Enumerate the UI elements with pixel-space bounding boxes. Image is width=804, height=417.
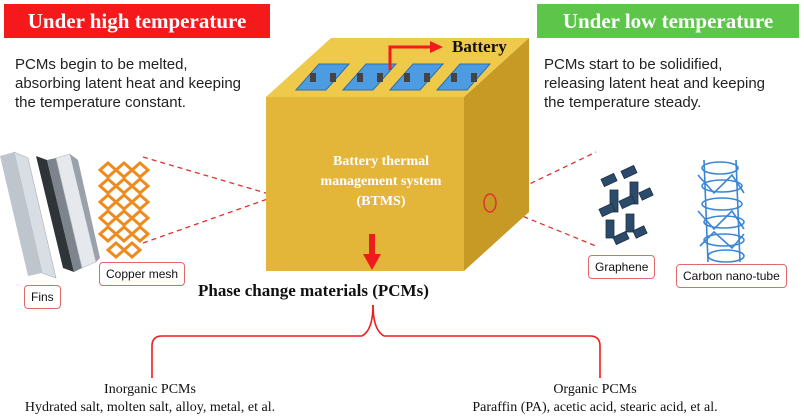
low-temperature-description: PCMs start to be solidified, releasing l… bbox=[544, 55, 799, 112]
battery-terminals bbox=[310, 73, 477, 82]
description-line: releasing latent heat and keeping bbox=[544, 75, 766, 92]
detail-marker bbox=[483, 193, 497, 213]
copper-mesh-label: Copper mesh bbox=[99, 262, 186, 286]
battery-arrow-icon bbox=[388, 45, 432, 70]
battery-label: Battery bbox=[452, 37, 507, 56]
btms-label-line: management system bbox=[320, 174, 442, 189]
low-temperature-banner: Under low temperature bbox=[537, 4, 799, 38]
fins-label: Fins bbox=[24, 285, 61, 309]
fins-image bbox=[0, 151, 100, 279]
btms-box-side bbox=[464, 38, 529, 271]
carbon-nanotube-label: Carbon nano-tube bbox=[676, 264, 787, 288]
carbon-nanotube-image bbox=[697, 159, 745, 263]
btms-label-line: (BTMS) bbox=[356, 194, 406, 209]
down-arrow-head bbox=[363, 254, 381, 270]
inorganic-pcms: Inorganic PCMs Hydrated salt, molten sal… bbox=[0, 381, 300, 417]
description-line: the temperature constant. bbox=[15, 94, 186, 111]
battery-cells bbox=[294, 63, 492, 91]
pcm-bracket bbox=[151, 304, 601, 378]
organic-pcms-title: Organic PCMs bbox=[553, 382, 637, 397]
description-line: absorbing latent heat and keeping bbox=[15, 75, 242, 92]
description-line: PCMs begin to be melted, bbox=[15, 56, 188, 73]
organic-pcms-examples: Paraffin (PA), acetic acid, stearic acid… bbox=[472, 400, 718, 415]
btms-box-front bbox=[266, 97, 464, 271]
battery-arrow-head bbox=[430, 41, 443, 53]
graphene-label: Graphene bbox=[588, 255, 656, 279]
pcm-title: Phase change materials (PCMs) bbox=[198, 281, 429, 300]
description-line: PCMs start to be solidified, bbox=[544, 56, 723, 73]
btms-box bbox=[266, 38, 529, 271]
inorganic-pcms-examples: Hydrated salt, molten salt, alloy, metal… bbox=[24, 400, 276, 415]
copper-mesh-image bbox=[97, 161, 151, 259]
high-temperature-description: PCMs begin to be melted, absorbing laten… bbox=[15, 55, 275, 112]
high-temperature-banner: Under high temperature bbox=[4, 4, 270, 38]
down-arrow-shaft bbox=[369, 234, 375, 256]
graphene-image bbox=[598, 164, 654, 246]
description-line: the temperature steady. bbox=[544, 94, 702, 111]
organic-pcms: Organic PCMs Paraffin (PA), acetic acid,… bbox=[445, 381, 745, 417]
btms-label-line: Battery thermal bbox=[332, 154, 430, 169]
inorganic-pcms-title: Inorganic PCMs bbox=[104, 382, 196, 397]
